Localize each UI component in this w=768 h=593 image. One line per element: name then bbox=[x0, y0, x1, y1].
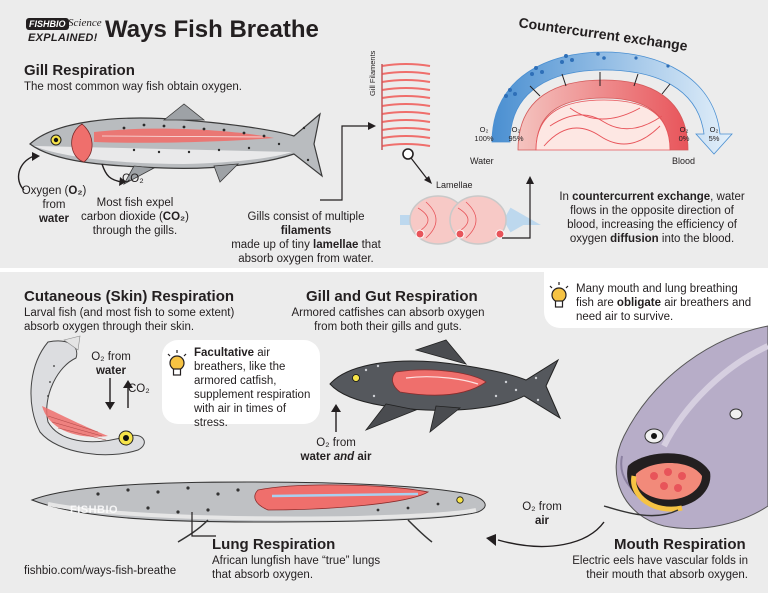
gill-filaments-label: Gill Filaments bbox=[368, 50, 377, 96]
water-label: Water bbox=[470, 156, 494, 166]
gill-respiration-title: Gill Respiration bbox=[24, 62, 135, 79]
lung-pointer-line bbox=[191, 512, 216, 537]
countercurrent-diagram bbox=[491, 51, 733, 155]
magnifier-connector bbox=[402, 148, 432, 184]
lamellae-to-exchange-connector bbox=[502, 176, 534, 239]
co2-outflow-arrow bbox=[101, 163, 126, 186]
lightbulb-icon bbox=[167, 350, 187, 376]
logo-science-text: Science bbox=[68, 17, 102, 29]
logo-brand-text: FISHBIO bbox=[26, 18, 69, 30]
gill-respiration-subtitle: The most common way fish obtain oxygen. bbox=[24, 81, 242, 93]
larval-fish-illustration bbox=[30, 335, 145, 456]
facultative-callout bbox=[162, 340, 320, 424]
obligate-text: Many mouth and lung breathing fish are o… bbox=[576, 283, 752, 323]
gill-zoom-connector bbox=[320, 122, 376, 201]
oxygen-from-water-label: Oxygen (O₂) from water bbox=[21, 185, 87, 225]
mouth-respiration-title: Mouth Respiration bbox=[614, 536, 746, 553]
trout-illustration bbox=[29, 103, 324, 185]
mouth-respiration-description: Electric eels have vascular folds in the… bbox=[572, 555, 748, 581]
lungfish-watermark: FISHBIO bbox=[70, 504, 119, 516]
lightbulb-icon-obligate bbox=[549, 282, 569, 308]
oxygen-inflow-arrow bbox=[17, 152, 40, 191]
cutaneous-o2-label: O₂ from water bbox=[91, 351, 131, 377]
mouth-o2-label: O₂ from air bbox=[522, 501, 562, 527]
gill-filaments-illustration bbox=[381, 63, 431, 150]
mouth-o2-arrow bbox=[486, 521, 605, 548]
co2-label: CO₂ bbox=[122, 173, 144, 185]
co2-explanation: Most fish expel carbon dioxide (CO₂) thr… bbox=[80, 197, 190, 237]
gill-gut-title: Gill and Gut Respiration bbox=[306, 288, 478, 305]
blood-label: Blood bbox=[672, 156, 696, 166]
gut-o2-label: O₂ from water and air bbox=[300, 437, 372, 463]
armored-catfish-illustration bbox=[329, 339, 562, 434]
cutaneous-arrows bbox=[105, 378, 133, 410]
lungfish-illustration bbox=[30, 481, 486, 543]
page-title: Ways Fish Breathe bbox=[105, 16, 319, 43]
facultative-text: Facultative air breathers, like the armo… bbox=[194, 347, 311, 429]
gill-filaments-explanation: Gills consist of multiple filaments made… bbox=[231, 211, 381, 265]
logo-explained-text: EXPLAINED! bbox=[28, 32, 98, 44]
fishbio-logo[interactable]: FISHBIO Science EXPLAINED! bbox=[24, 14, 102, 48]
section-divider bbox=[0, 268, 768, 272]
lamellae-illustration bbox=[400, 195, 541, 245]
gut-o2-arrow bbox=[331, 404, 341, 432]
lung-respiration-title: Lung Respiration bbox=[212, 536, 336, 553]
gill-gut-description: Armored catfishes can absorb oxygen from… bbox=[291, 307, 485, 333]
obligate-callout bbox=[544, 272, 768, 328]
cutaneous-description: Larval fish (and most fish to some exten… bbox=[24, 307, 235, 333]
lung-respiration-description: African lungfish have “true” lungs that … bbox=[212, 555, 381, 581]
cutaneous-co2-label: CO₂ bbox=[128, 383, 150, 395]
cutaneous-title: Cutaneous (Skin) Respiration bbox=[24, 288, 235, 305]
electric-eel-illustration bbox=[603, 325, 768, 529]
countercurrent-explanation: In countercurrent exchange, water flows … bbox=[559, 191, 745, 245]
lamellae-label: Lamellae bbox=[436, 180, 473, 190]
footer-url[interactable]: fishbio.com/ways-fish-breathe bbox=[24, 565, 177, 577]
